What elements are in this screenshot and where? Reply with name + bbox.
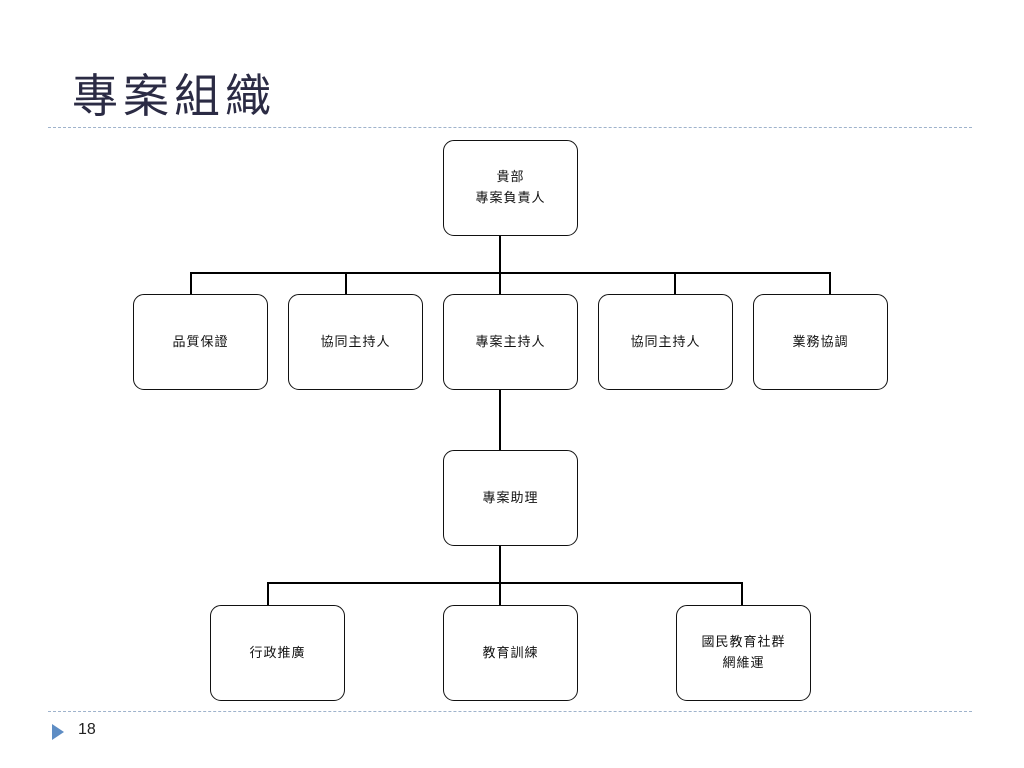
connector (499, 390, 501, 450)
org-node-project-assistant: 專案助理 (443, 450, 578, 546)
connector (267, 582, 269, 605)
org-node-label: 專案主持人 (475, 334, 546, 350)
slide-title: 專案組織 (72, 69, 276, 123)
title-divider (48, 127, 972, 128)
connector (499, 272, 501, 294)
page-number: 18 (78, 721, 96, 738)
org-node-business-coordination: 業務協調 (753, 294, 888, 390)
org-node-label: 教育訓練 (482, 645, 539, 661)
footer-divider (48, 711, 972, 712)
connector (829, 272, 831, 294)
org-node-label: 貴部 專案負責人 (475, 170, 546, 206)
org-node-label: 協同主持人 (630, 334, 701, 350)
org-node-label: 國民教育社群 網維運 (701, 635, 786, 671)
org-node-co-pi-right: 協同主持人 (598, 294, 733, 390)
org-node-label: 業務協調 (792, 334, 849, 350)
org-node-label: 協同主持人 (320, 334, 391, 350)
connector (499, 546, 501, 583)
connector (674, 272, 676, 294)
footer-bullet-icon (52, 724, 64, 740)
org-node-education-training: 教育訓練 (443, 605, 578, 701)
connector (190, 272, 831, 274)
connector (190, 272, 192, 294)
org-node-admin-promotion: 行政推廣 (210, 605, 345, 701)
connector (345, 272, 347, 294)
org-node-quality-assurance: 品質保證 (133, 294, 268, 390)
connector (267, 582, 742, 584)
org-node-label: 行政推廣 (249, 645, 306, 661)
connector (499, 582, 501, 605)
org-node-root: 貴部 專案負責人 (443, 140, 578, 236)
org-node-label: 專案助理 (482, 490, 539, 506)
connector (741, 582, 743, 605)
org-node-co-pi-left: 協同主持人 (288, 294, 423, 390)
connector (499, 236, 501, 273)
org-node-project-pi: 專案主持人 (443, 294, 578, 390)
org-node-label: 品質保證 (172, 334, 229, 350)
org-node-community-operations: 國民教育社群 網維運 (676, 605, 811, 701)
